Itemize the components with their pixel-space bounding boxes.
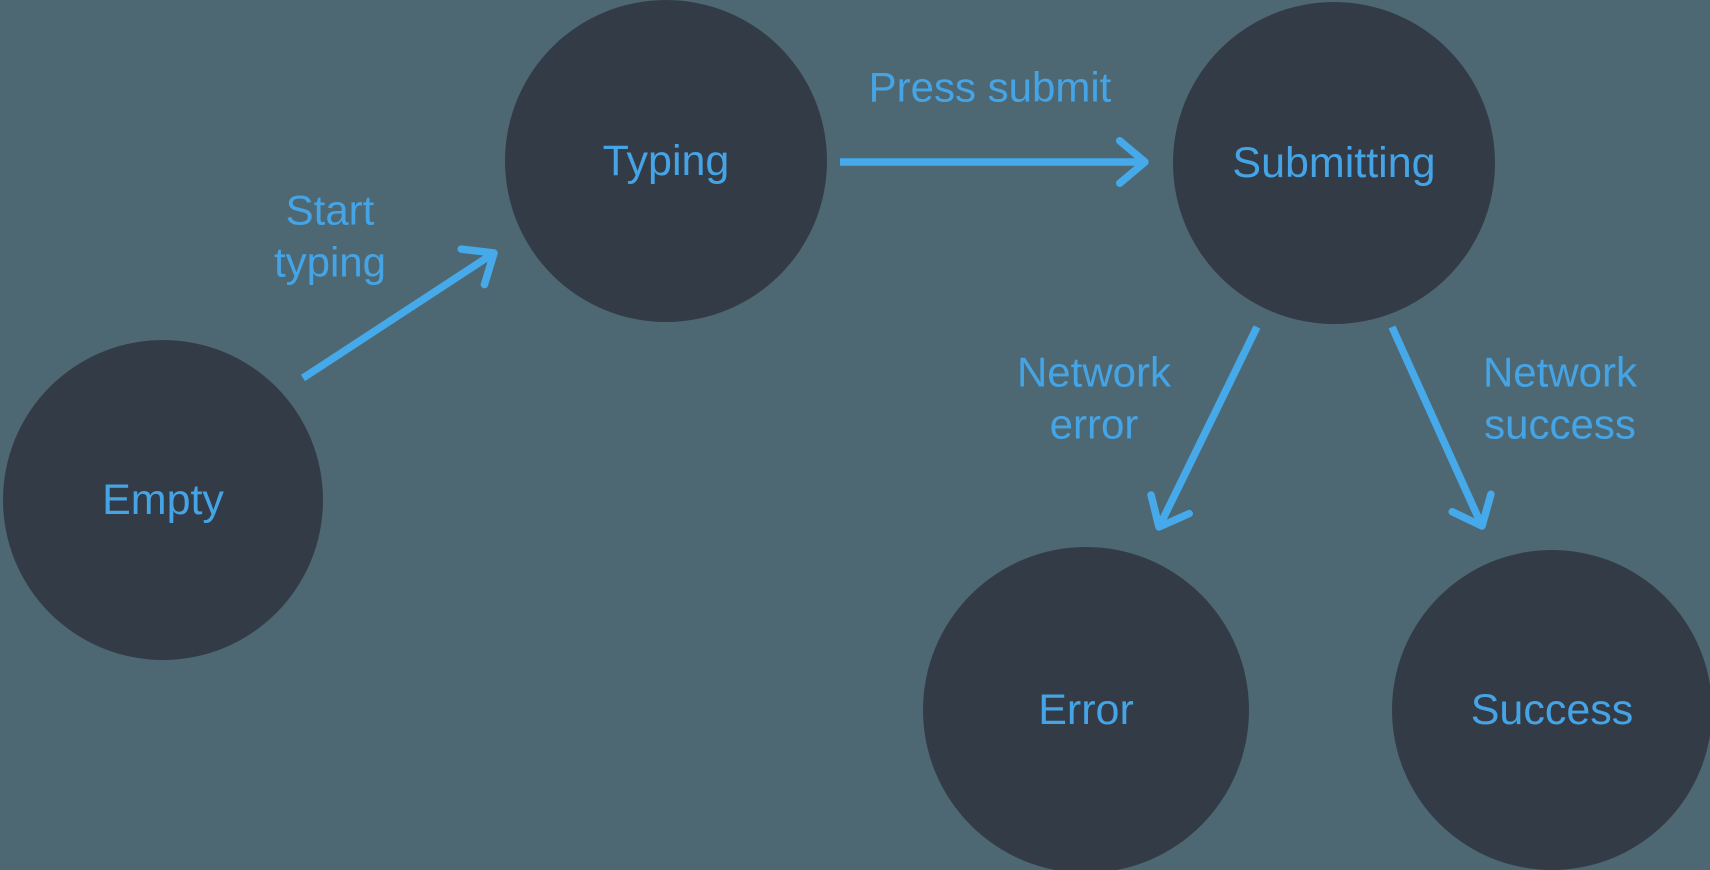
state-label-success: Success bbox=[1471, 686, 1634, 734]
state-circle-empty bbox=[3, 340, 323, 660]
arrowhead-icon-start-typing bbox=[457, 245, 498, 289]
transition-label-line: typing bbox=[274, 239, 386, 286]
transition-arrow-shaft-start-typing bbox=[300, 249, 497, 382]
state-circle-typing bbox=[505, 0, 827, 322]
arrowhead-icon-press-submit bbox=[1115, 137, 1149, 187]
transition-start-typing: Start typing bbox=[274, 187, 498, 382]
state-label-error: Error bbox=[1038, 686, 1134, 734]
state-node-success: Success bbox=[1392, 550, 1710, 870]
transition-label-line: Network bbox=[1483, 349, 1638, 396]
transition-label-start-typing: Start typing bbox=[274, 187, 386, 286]
transition-label-line: Press submit bbox=[869, 64, 1112, 111]
state-label-typing: Typing bbox=[603, 137, 730, 185]
transition-press-submit: Press submit bbox=[840, 64, 1149, 187]
transition-label-network-error: Network error bbox=[1017, 349, 1172, 448]
transition-label-line: Network bbox=[1017, 349, 1172, 396]
transition-arrow-shaft-network-error bbox=[1155, 325, 1261, 529]
state-node-typing: Typing bbox=[505, 0, 827, 322]
state-circle-error bbox=[923, 547, 1249, 870]
state-circle-submitting bbox=[1173, 2, 1495, 324]
transition-network-error: Network error bbox=[1017, 325, 1261, 531]
transition-arrow-shaft-network-success bbox=[1388, 325, 1486, 528]
state-node-error: Error bbox=[923, 547, 1249, 870]
state-node-empty: Empty bbox=[3, 340, 323, 660]
transition-label-network-success: Network success bbox=[1483, 349, 1638, 448]
transition-label-line: error bbox=[1050, 401, 1139, 448]
transition-label-line: Start bbox=[286, 187, 375, 234]
state-label-empty: Empty bbox=[102, 476, 224, 524]
state-node-submitting: Submitting bbox=[1173, 2, 1495, 324]
transition-network-success: Network success bbox=[1388, 325, 1638, 530]
state-label-submitting: Submitting bbox=[1232, 139, 1435, 187]
arrowhead-icon-network-error bbox=[1147, 491, 1193, 531]
state-circle-success bbox=[1392, 550, 1710, 870]
transition-label-line: success bbox=[1484, 401, 1636, 448]
transition-label-press-submit: Press submit bbox=[869, 64, 1112, 111]
arrowhead-icon-network-success bbox=[1448, 490, 1495, 530]
